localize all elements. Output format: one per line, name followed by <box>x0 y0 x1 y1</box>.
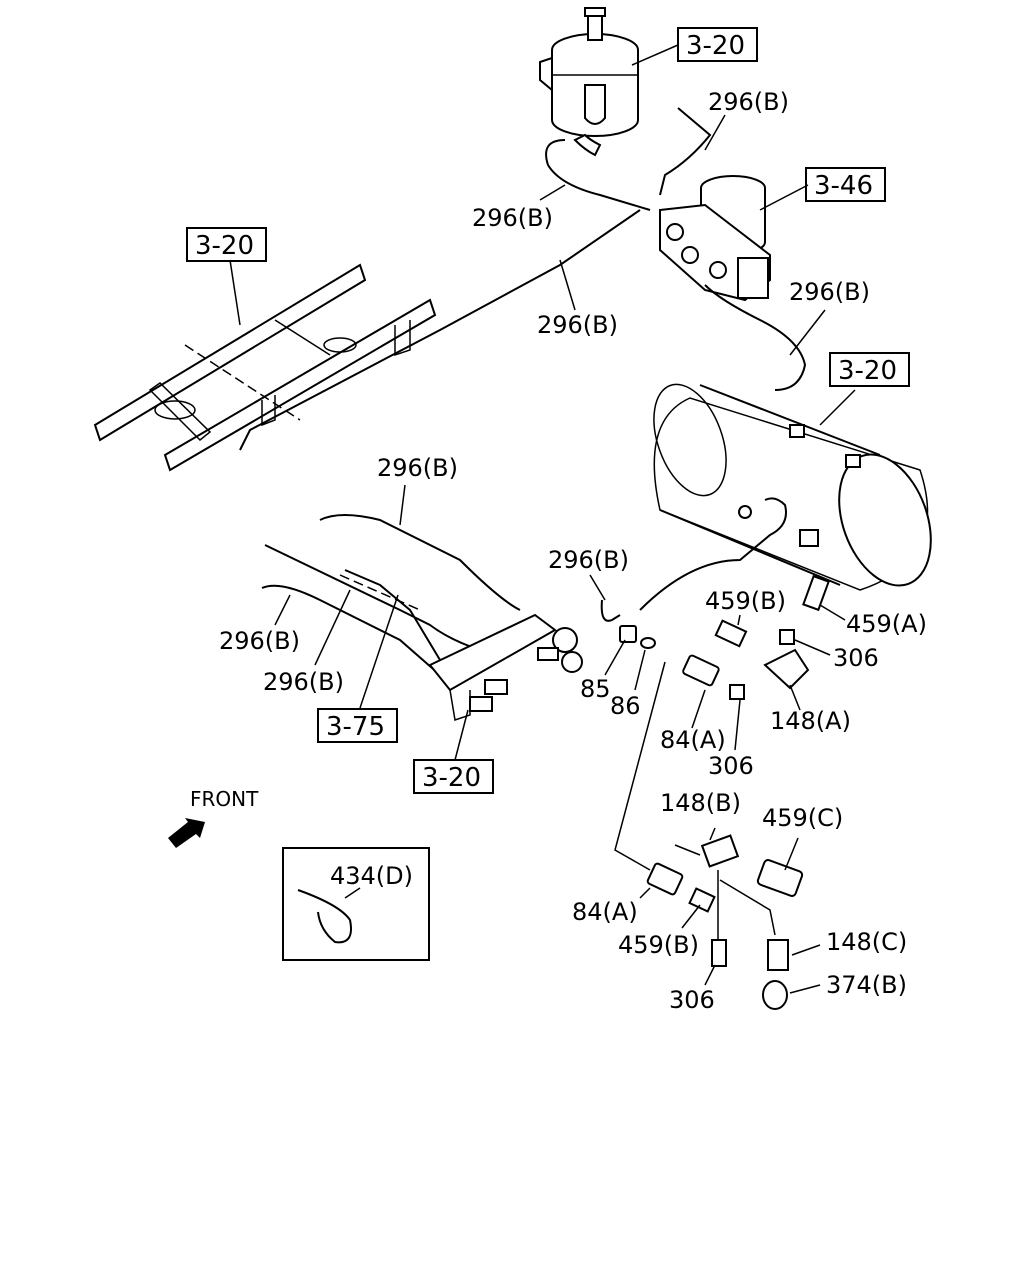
label-148b: 148(B) <box>660 789 741 817</box>
label-306: 306 <box>708 752 754 780</box>
front-label: FRONT <box>190 787 259 811</box>
ref-box-3-75: 3-75 <box>317 708 398 743</box>
label-84a: 84(A) <box>660 726 726 754</box>
ref-box-3-20-top: 3-20 <box>677 27 758 62</box>
ref-box-3-20-tank: 3-20 <box>829 352 910 387</box>
label-86: 86 <box>610 692 641 720</box>
air-tank <box>653 383 932 591</box>
label-374b: 374(B) <box>826 971 907 999</box>
svg-text:3-20: 3-20 <box>686 31 745 61</box>
svg-text:3-20: 3-20 <box>422 763 481 793</box>
small-fittings <box>619 574 830 1010</box>
label-148a: 148(A) <box>770 707 851 735</box>
label-296b: 296(B) <box>548 546 629 574</box>
ref-box-3-46: 3-46 <box>805 167 886 202</box>
valve-bracket <box>428 613 583 721</box>
air-valve-assembly <box>659 175 771 302</box>
label-306: 306 <box>833 644 879 672</box>
ref-box-3-20-bottom: 3-20 <box>413 759 494 794</box>
label-84a: 84(A) <box>572 898 638 926</box>
label-296b: 296(B) <box>377 454 458 482</box>
label-459a: 459(A) <box>846 610 927 638</box>
label-296b: 296(B) <box>472 204 553 232</box>
svg-text:3-20: 3-20 <box>195 231 254 261</box>
label-296b: 296(B) <box>789 278 870 306</box>
svg-text:3-75: 3-75 <box>326 712 385 742</box>
label-459b: 459(B) <box>618 931 699 959</box>
label-296b: 296(B) <box>537 311 618 339</box>
label-306: 306 <box>669 986 715 1014</box>
leader-lines <box>229 44 856 994</box>
upper-chassis-frame <box>93 263 437 472</box>
label-459c: 459(C) <box>762 804 843 832</box>
air-dryer-canister <box>539 7 639 157</box>
label-148c: 148(C) <box>826 928 907 956</box>
front-arrow-icon <box>168 818 205 848</box>
label-459b: 459(B) <box>705 587 786 615</box>
label-296b: 296(B) <box>263 668 344 696</box>
label-296b: 296(B) <box>219 627 300 655</box>
svg-text:3-46: 3-46 <box>814 171 873 201</box>
air-pipes-upper <box>239 107 807 451</box>
ref-box-3-20-left: 3-20 <box>186 227 267 262</box>
svg-text:3-20: 3-20 <box>838 356 897 386</box>
label-85: 85 <box>580 675 611 703</box>
cable-tie-inset <box>282 847 430 961</box>
label-296b: 296(B) <box>708 88 789 116</box>
label-434d: 434(D) <box>330 862 413 890</box>
